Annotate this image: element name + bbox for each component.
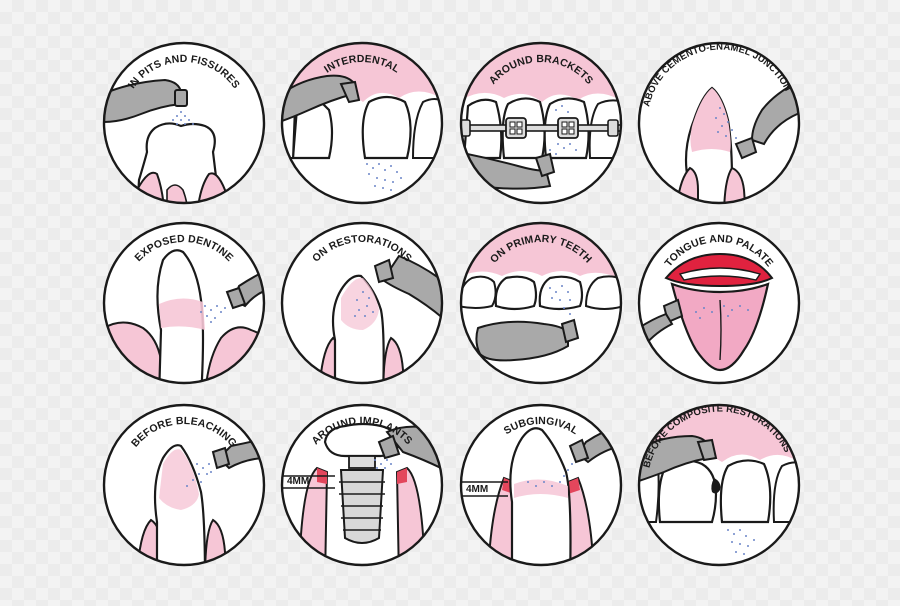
restorations-icon: ON RESTORATIONS: [280, 221, 444, 385]
exposed-dentine-icon: EXPOSED DENTINE: [102, 221, 266, 385]
depth-label: 4MM: [466, 484, 488, 495]
icon-tongue-and-palate: TONGUE AND PALATE: [636, 220, 802, 386]
implant-icon: 4MM AROUND IMPLANTS: [280, 403, 444, 567]
icon-above-cemento-enamel-junction: ABOVE CEMENTO-ENAMEL JUNCTION: [636, 40, 802, 206]
icon-before-composite-restorations: BEFORE COMPOSITE RESTORATIONS: [636, 402, 802, 568]
icon-on-primary-teeth: ON PRIMARY TEETH: [458, 220, 624, 386]
icon-around-implants: 4MM AROUND IMPLANTS: [279, 402, 445, 568]
icon-on-restorations: ON RESTORATIONS: [279, 220, 445, 386]
icon-around-brackets: AROUND BRACKETS: [458, 40, 624, 206]
subgingival-icon: 4MM SUBGINGIVAL: [459, 403, 623, 567]
primary-teeth-icon: ON PRIMARY TEETH: [459, 221, 623, 385]
bleaching-icon: BEFORE BLEACHING: [102, 403, 266, 567]
composite-restoration-icon: BEFORE COMPOSITE RESTORATIONS: [637, 404, 801, 567]
icon-exposed-dentine: EXPOSED DENTINE: [101, 220, 267, 386]
icon-before-bleaching: BEFORE BLEACHING: [101, 402, 267, 568]
depth-label: 4MM: [287, 476, 309, 487]
brackets-icon: AROUND BRACKETS: [459, 41, 623, 205]
molar-fissure-icon: IN PITS AND FISSURES: [102, 41, 266, 205]
icon-subgingival: 4MM SUBGINGIVAL: [458, 402, 624, 568]
tongue-palate-icon: TONGUE AND PALATE: [637, 221, 801, 385]
cemento-enamel-junction-icon: ABOVE CEMENTO-ENAMEL JUNCTION: [637, 42, 801, 205]
icon-pits-and-fissures: IN PITS AND FISSURES: [101, 40, 267, 206]
interdental-icon: INTERDENTAL: [280, 41, 444, 205]
icon-interdental: INTERDENTAL: [279, 40, 445, 206]
